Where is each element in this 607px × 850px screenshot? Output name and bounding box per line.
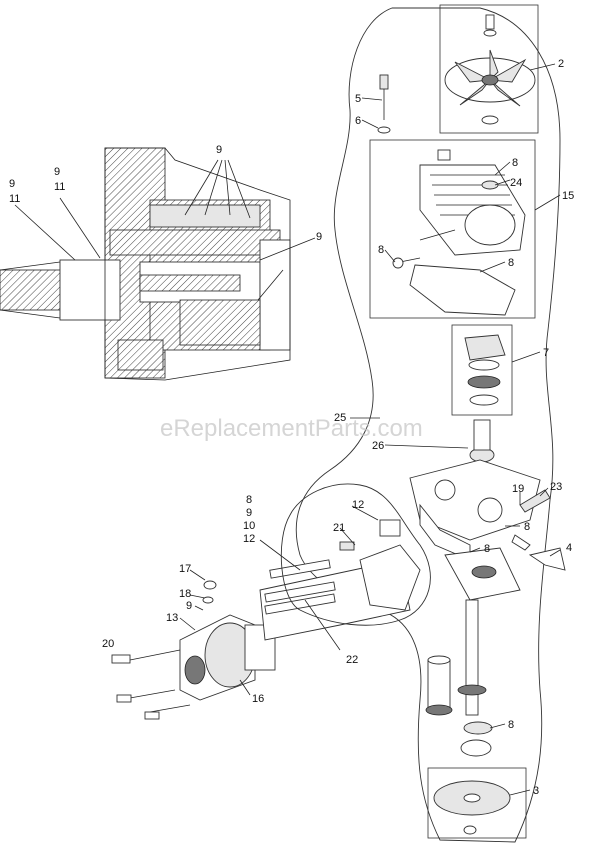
callout-25: 25 [334,412,346,424]
callout-8: 8 [246,494,252,506]
callout-19: 19 [512,483,524,495]
main-case [409,419,541,601]
callout-7: 7 [543,347,549,359]
callout-16: 16 [252,693,264,705]
output-shaft [425,599,527,839]
callout-8: 8 [508,719,514,731]
callout-18: 18 [179,588,191,600]
callout-8: 8 [484,543,490,555]
callout-15: 15 [562,190,574,202]
assembly-boundary [295,7,561,843]
callout-5: 5 [355,93,361,105]
callout-8: 8 [524,521,530,533]
callout-23: 23 [550,481,562,493]
pump-assembly [111,519,421,720]
hydraulic-group-boundary [280,483,431,626]
callout-2: 2 [558,58,564,70]
callout-9: 9 [186,600,192,612]
leader-lines [14,63,561,796]
callout-8: 8 [512,157,518,169]
callout-17: 17 [179,563,191,575]
callouts: 9 9 11 9 11 9 2 5 6 8 24 15 8 8 7 25 26 … [9,58,574,797]
side-fittings [511,489,566,571]
watermark: eReplacementParts.com [160,415,423,442]
fan [439,4,539,134]
callout-8: 8 [508,257,514,269]
callout-12: 12 [243,533,255,545]
callout-4: 4 [566,542,572,554]
callout-12: 12 [352,499,364,511]
callout-11: 11 [54,181,65,193]
callout-26: 26 [372,440,384,452]
callout-9: 9 [246,507,252,519]
callout-21: 21 [333,522,345,534]
callout-22: 22 [346,654,358,666]
callout-6: 6 [355,115,361,127]
callout-13: 13 [166,612,178,624]
callout-24: 24 [510,177,522,189]
cross-section-view [0,147,291,381]
dipstick [377,74,391,134]
callout-8: 8 [378,244,384,256]
callout-10: 10 [243,520,255,532]
callout-3: 3 [533,785,539,797]
callout-11: 11 [9,193,20,205]
callout-9: 9 [9,178,15,190]
housing-cover [369,139,536,319]
callout-9: 9 [54,166,60,178]
bearing-assembly [451,324,513,416]
callout-9: 9 [216,144,222,156]
callout-9: 9 [316,231,322,243]
callout-20: 20 [102,638,114,650]
